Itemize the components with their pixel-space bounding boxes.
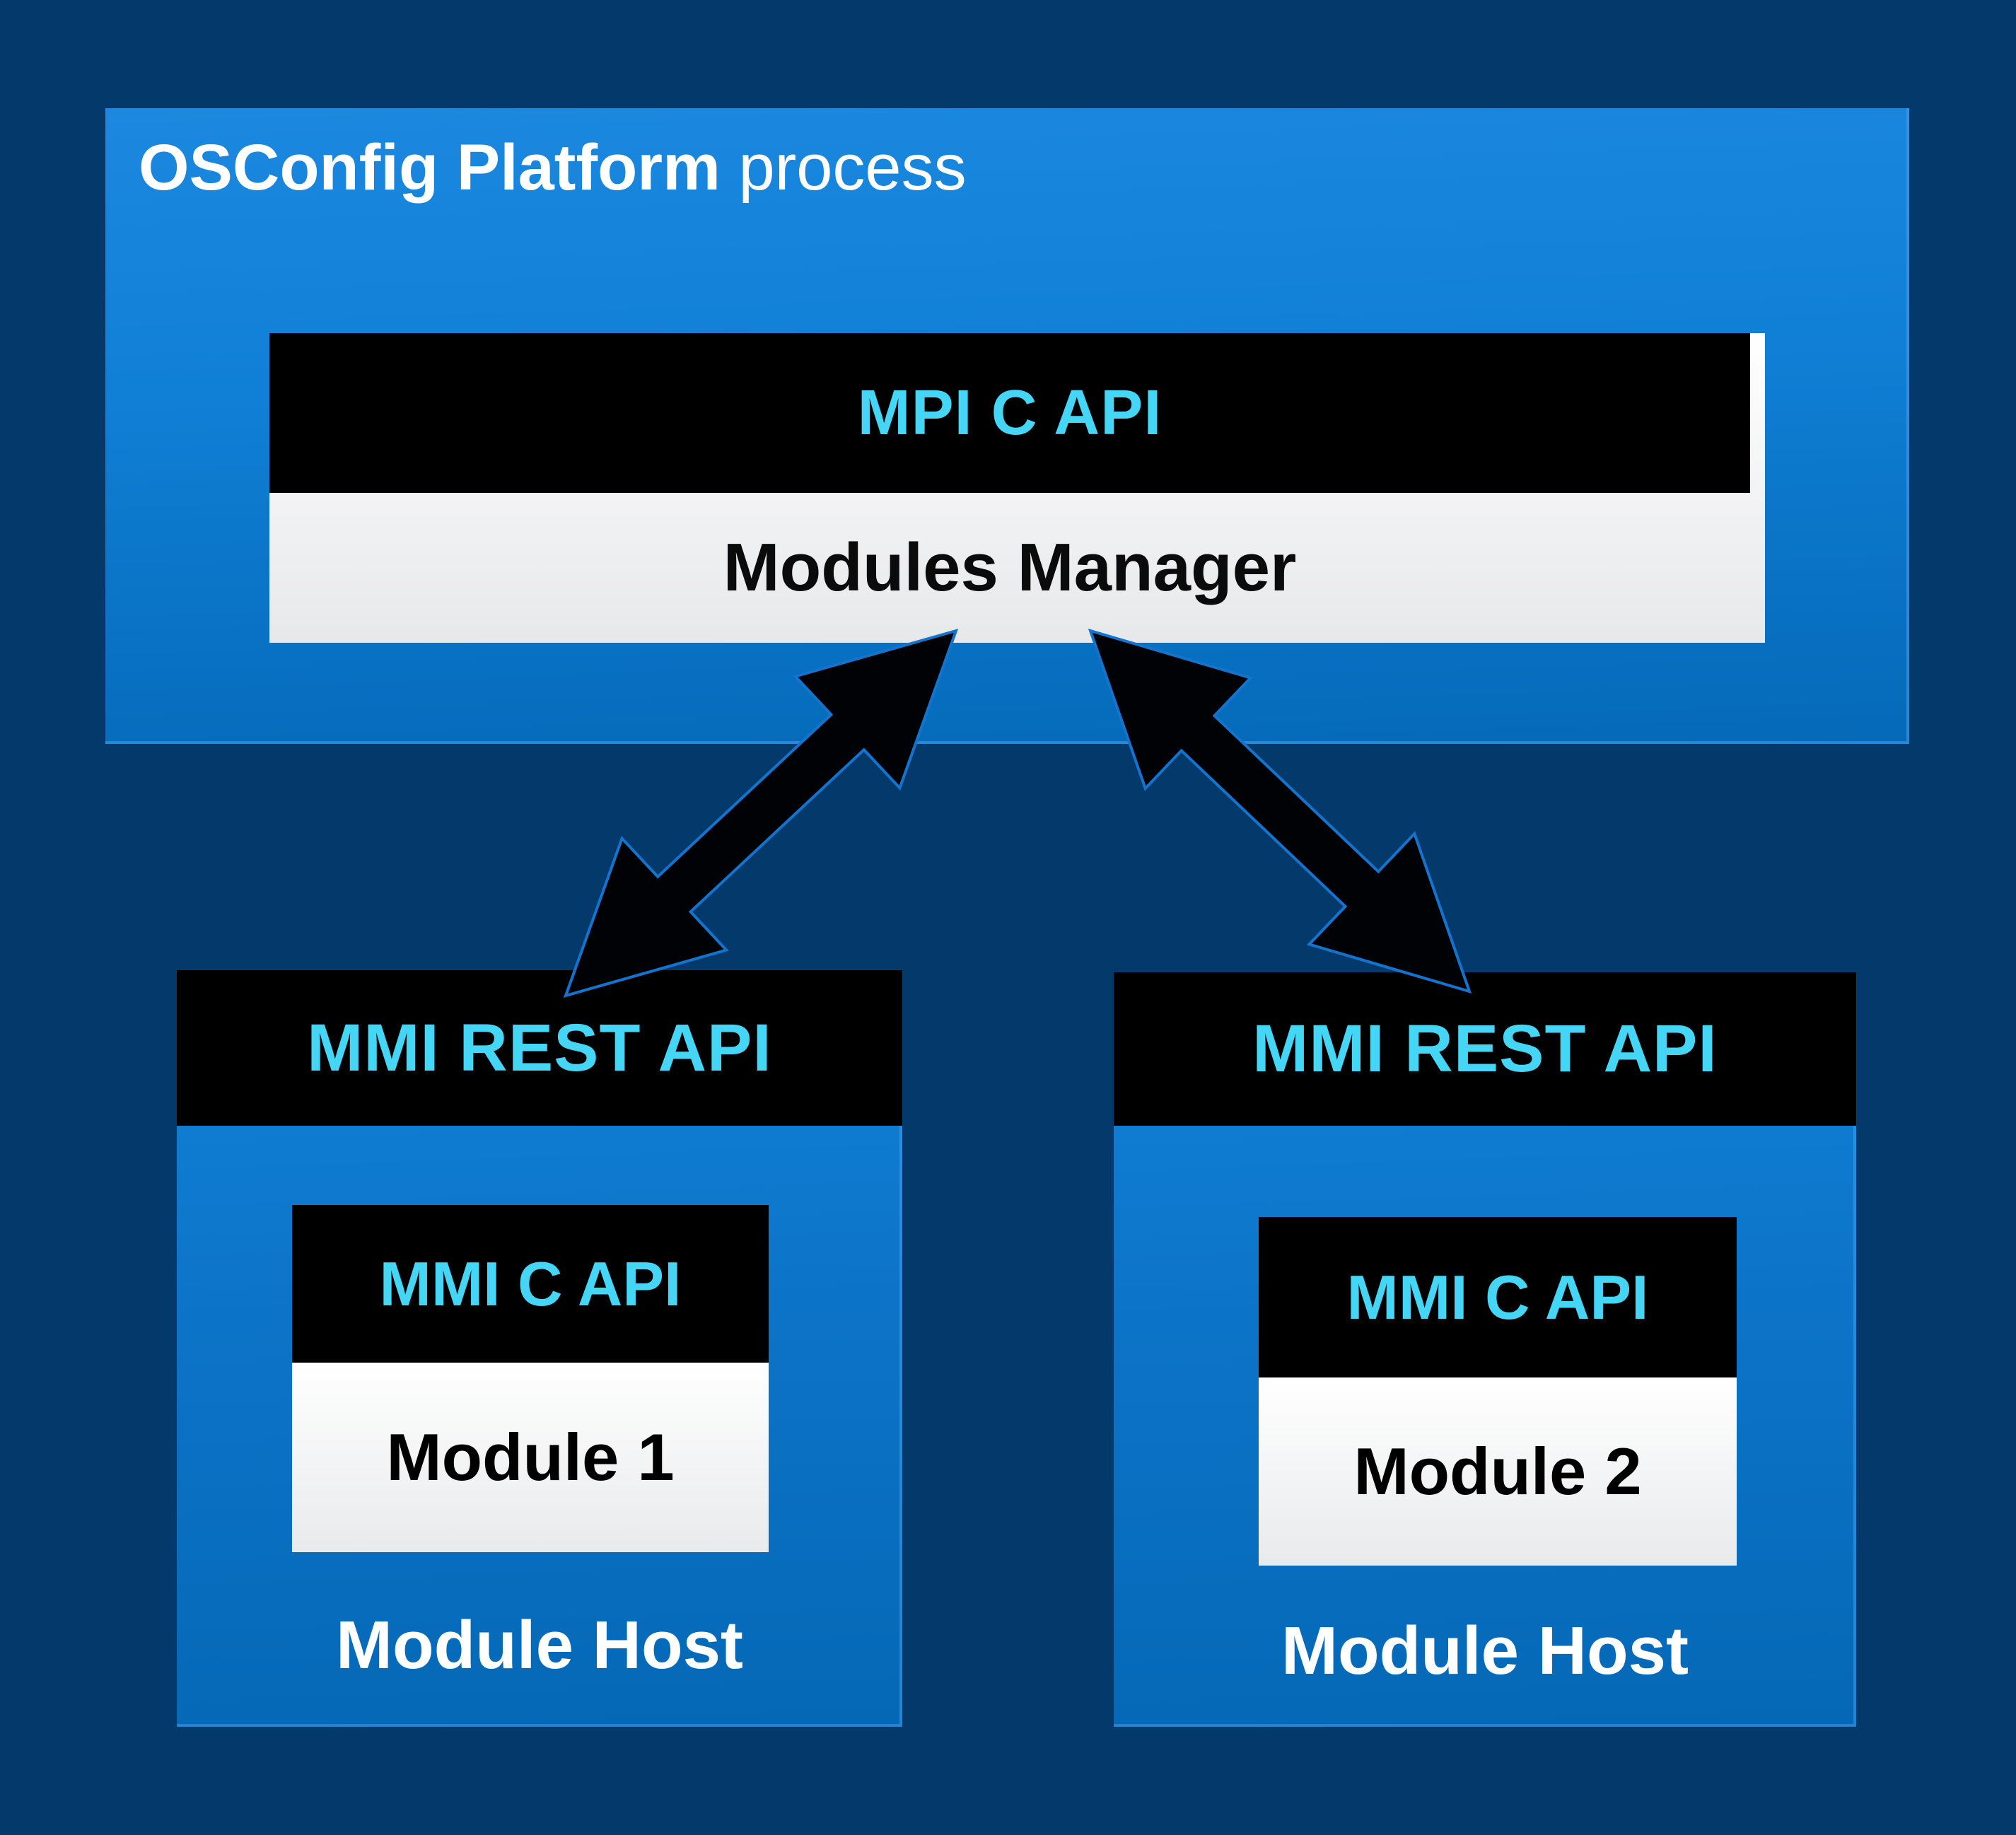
host1-mmi-rest-api-label: MMI REST API <box>307 1010 772 1085</box>
host2-mmi-c-api-bar: MMI C API <box>1259 1217 1737 1377</box>
host2-module-label: Module 2 <box>1353 1434 1642 1508</box>
platform-title-main: OSConfig Platform <box>139 132 721 204</box>
platform-title: OSConfig Platform process <box>139 122 967 214</box>
module-host-1-box: MMI REST API MMI C API Module 1 Module H… <box>177 970 902 1727</box>
host1-mmi-rest-api-bar: MMI REST API <box>177 970 902 1126</box>
host1-mmi-c-api-bar: MMI C API <box>292 1205 769 1363</box>
platform-title-suffix: process <box>738 132 967 204</box>
host1-module-label: Module 1 <box>386 1420 675 1494</box>
host1-caption: Module Host <box>177 1607 902 1684</box>
mpi-c-api-bar: MPI C API <box>269 333 1750 493</box>
host1-module-box: MMI C API Module 1 <box>292 1205 769 1552</box>
module-host-2-box: MMI REST API MMI C API Module 2 Module H… <box>1114 972 1856 1727</box>
modules-manager-panel: MPI C API Modules Manager <box>269 333 1765 643</box>
host1-mmi-c-api-label: MMI C API <box>379 1248 682 1319</box>
host2-caption: Module Host <box>1114 1612 1856 1690</box>
host2-module-box: MMI C API Module 2 <box>1259 1217 1737 1566</box>
host2-mmi-rest-api-label: MMI REST API <box>1252 1011 1718 1086</box>
host2-mmi-rest-api-bar: MMI REST API <box>1114 972 1856 1126</box>
modules-manager-label: Modules Manager <box>723 530 1297 605</box>
modules-manager-bar: Modules Manager <box>269 493 1750 643</box>
host2-mmi-c-api-label: MMI C API <box>1346 1262 1649 1332</box>
host2-caption-label: Module Host <box>1281 1613 1689 1689</box>
host1-caption-label: Module Host <box>336 1607 743 1683</box>
host1-module-bar: Module 1 <box>292 1363 769 1552</box>
host2-module-bar: Module 2 <box>1259 1377 1737 1566</box>
mpi-c-api-label: MPI C API <box>857 377 1163 448</box>
osconfig-platform-box: OSConfig Platform process MPI C API Modu… <box>105 108 1909 744</box>
